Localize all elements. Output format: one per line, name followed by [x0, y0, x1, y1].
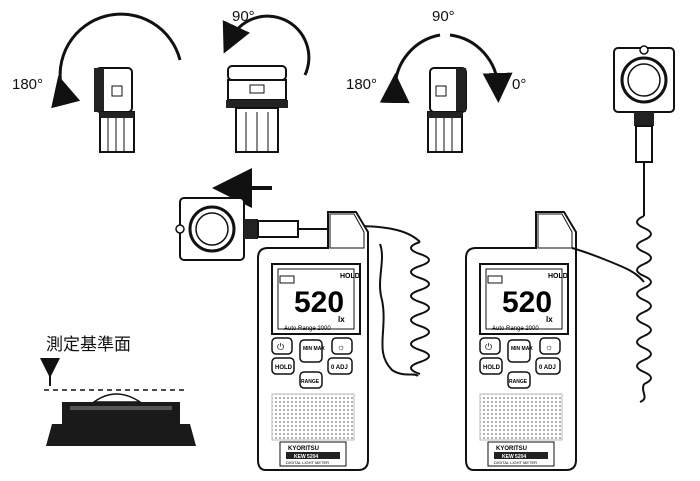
model-label: KEW 5204	[294, 454, 318, 460]
power-icon: ⏻	[485, 342, 492, 352]
brand-label: KYORITSU	[496, 446, 527, 452]
display-reading: 520	[294, 286, 344, 319]
zero-adj-button[interactable]	[327, 357, 353, 375]
hold-button[interactable]	[271, 357, 295, 375]
range-button[interactable]	[507, 371, 531, 389]
power-button[interactable]	[479, 337, 501, 355]
rotation-arrow-90-mid	[222, 14, 311, 76]
angle-label-90-mid: 90°	[232, 8, 255, 25]
display-reading: 520	[502, 286, 552, 319]
rotation-arrow-0-right	[449, 33, 513, 103]
hold-button[interactable]	[479, 357, 503, 375]
rotation-arrow-180	[51, 12, 182, 109]
battery-icon	[279, 275, 295, 284]
svg-text:HOLD: HOLD	[483, 365, 501, 371]
svg-text:RANGE: RANGE	[301, 379, 320, 385]
brand-label: KYORITSU	[288, 446, 319, 452]
svg-text:0 ADJ: 0 ADJ	[539, 365, 556, 371]
display-unit: lx	[546, 315, 553, 324]
sensor-dome	[91, 393, 143, 403]
sensor-view-rotated-180	[51, 12, 182, 153]
svg-text:MIN MAX: MIN MAX	[303, 346, 325, 352]
battery-icon	[487, 275, 503, 284]
minmax-button[interactable]	[299, 339, 323, 363]
speaker-grill	[271, 393, 355, 441]
svg-text:RANGE: RANGE	[509, 379, 528, 385]
angle-label-90-right: 90°	[432, 8, 455, 25]
hold-indicator: HOLD	[548, 273, 568, 280]
backlight-button[interactable]	[331, 337, 353, 355]
subtitle-label: DIGITAL LIGHT METER	[286, 460, 329, 465]
measurement-reference-label: 測定基準面	[46, 335, 131, 355]
minmax-button[interactable]	[507, 339, 531, 363]
zero-adj-button[interactable]	[535, 357, 561, 375]
subtitle-label: DIGITAL LIGHT METER	[494, 460, 537, 465]
backlight-button[interactable]	[539, 337, 561, 355]
display-range: Auto Range 2000	[284, 326, 331, 332]
angle-label-0-right: 0°	[512, 76, 527, 93]
sensor-probe-horizontal	[175, 168, 430, 377]
power-icon: ⏻	[277, 342, 284, 352]
light-icon: ☼	[545, 342, 553, 352]
svg-text:MIN MAX: MIN MAX	[511, 346, 533, 352]
sensor-view-flat	[222, 14, 311, 153]
light-meter-2: HOLD 520 lx Auto Range 2000 ⏻ MIN MAX ☼ …	[465, 211, 645, 471]
speaker-grill	[479, 393, 563, 441]
sensor-view-bidirectional	[379, 33, 513, 153]
display-range: Auto Range 2000	[492, 326, 539, 332]
svg-text:0 ADJ: 0 ADJ	[331, 365, 348, 371]
reference-surface-diagram	[40, 358, 196, 446]
hold-indicator: HOLD	[340, 273, 360, 280]
light-meter-1: HOLD 520 lx Auto Range 2000 ⏻ MIN MAX ☼ …	[257, 211, 369, 471]
svg-text:HOLD: HOLD	[275, 365, 293, 371]
display-unit: lx	[338, 315, 345, 324]
sensor-probe-vertical	[613, 45, 675, 403]
range-button[interactable]	[299, 371, 323, 389]
light-icon: ☼	[337, 342, 345, 352]
rotation-arrow-180-right	[379, 33, 441, 104]
angle-label-180-right: 180°	[346, 76, 378, 93]
power-button[interactable]	[271, 337, 293, 355]
model-label: KEW 5204	[502, 454, 526, 460]
angle-label-180-left: 180°	[12, 76, 44, 93]
